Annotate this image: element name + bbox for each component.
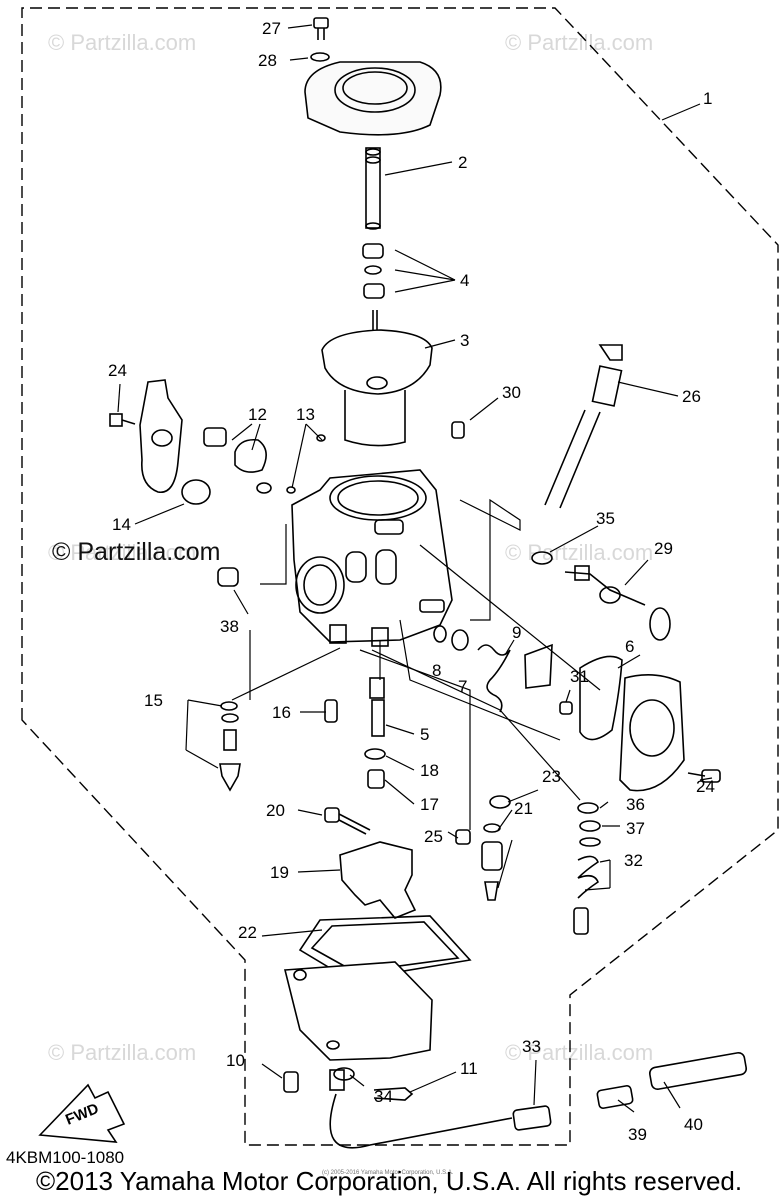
callout-36: 36 xyxy=(626,795,645,814)
copyright-notice: ©2013 Yamaha Motor Corporation, U.S.A. A… xyxy=(36,1166,743,1196)
callout-39: 39 xyxy=(628,1125,647,1144)
callout-30: 30 xyxy=(502,383,521,402)
watermark: © Partzilla.com xyxy=(48,1040,197,1065)
watermark-center: © Partzilla.com xyxy=(52,538,221,566)
assembly-boundary xyxy=(21,7,779,1146)
callout-27: 27 xyxy=(262,19,281,38)
callout-11: 11 xyxy=(460,1059,478,1078)
callout-19: 19 xyxy=(270,863,289,882)
watermark: © Partzilla.com xyxy=(48,30,197,55)
callout-25: 25 xyxy=(424,827,443,846)
callout-3: 3 xyxy=(460,331,469,350)
tiny-copyright: (c) 2005-2016 Yamaha Motor Corporation, … xyxy=(322,1170,454,1176)
callout-13: 13 xyxy=(296,405,315,424)
callout-20: 20 xyxy=(266,801,285,820)
callout-12: 12 xyxy=(248,405,267,424)
callout-21: 21 xyxy=(514,799,533,818)
callout-2: 2 xyxy=(458,153,467,172)
callout-9: 9 xyxy=(512,623,521,642)
callout-5: 5 xyxy=(420,725,429,744)
callout-24-right: 24 xyxy=(696,777,715,796)
callout-34: 34 xyxy=(374,1087,393,1106)
callout-35: 35 xyxy=(596,509,615,528)
watermark: © Partzilla.com xyxy=(505,540,654,565)
callout-29: 29 xyxy=(654,539,673,558)
watermark: © Partzilla.com xyxy=(48,540,197,565)
callout-24-left: 24 xyxy=(108,361,127,380)
callout-18: 18 xyxy=(420,761,439,780)
callout-26: 26 xyxy=(682,387,701,406)
callout-17: 17 xyxy=(420,795,439,814)
callout-31: 31 xyxy=(570,667,589,686)
callout-15: 15 xyxy=(144,691,163,710)
callout-4: 4 xyxy=(460,271,469,290)
callout-10: 10 xyxy=(226,1051,245,1070)
watermark: © Partzilla.com xyxy=(505,1040,654,1065)
callout-37: 37 xyxy=(626,819,645,838)
callout-28: 28 xyxy=(258,51,277,70)
callout-14: 14 xyxy=(112,515,131,534)
callout-16: 16 xyxy=(272,703,291,722)
callout-23: 23 xyxy=(542,767,561,786)
callout-6: 6 xyxy=(625,637,634,656)
callout-7: 7 xyxy=(458,677,467,696)
callout-38: 38 xyxy=(220,617,239,636)
diagram-code: 4KBM100-1080 xyxy=(6,1148,125,1167)
callout-33: 33 xyxy=(522,1037,541,1056)
callout-22: 22 xyxy=(238,923,257,942)
callout-40: 40 xyxy=(684,1115,703,1134)
callout-32: 32 xyxy=(624,851,643,870)
callout-8: 8 xyxy=(432,661,441,680)
callout-1: 1 xyxy=(703,89,712,108)
